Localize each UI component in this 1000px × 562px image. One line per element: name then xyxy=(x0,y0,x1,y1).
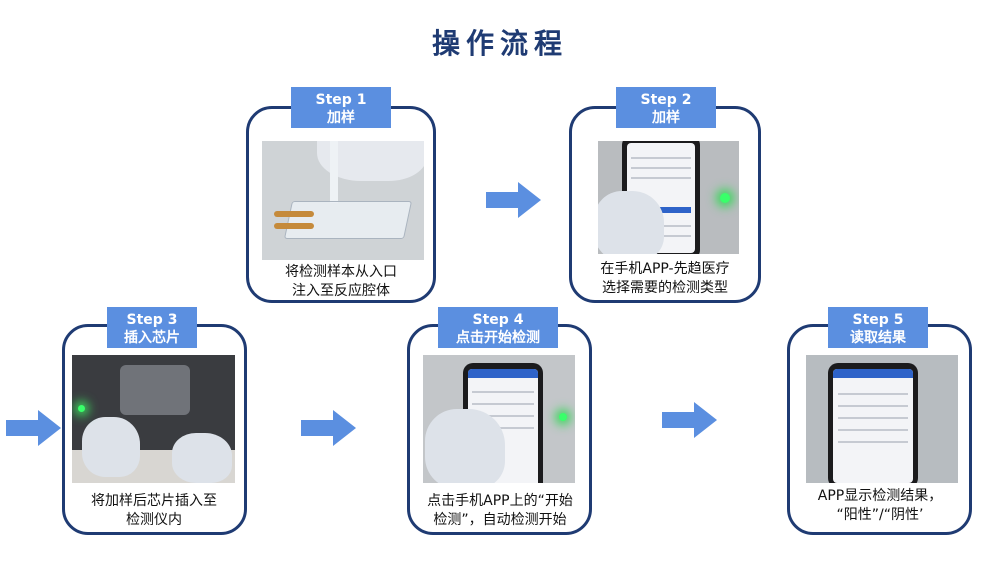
step-2-caption-line1: 在手机APP-先趋医疗 xyxy=(600,261,730,277)
step-4-photo xyxy=(423,355,575,483)
right-arrow-icon xyxy=(662,402,717,438)
step-5-photo xyxy=(806,355,958,483)
step-1-photo xyxy=(262,141,424,260)
step-1-caption: 将检测样本从入口 注入至反应腔体 xyxy=(252,263,430,301)
step-4-name: 点击开始检测 xyxy=(456,330,540,346)
right-arrow-icon xyxy=(486,182,541,218)
step-2-name: 加样 xyxy=(652,110,680,126)
step-4-caption-line1: 点击手机APP上的“开始 xyxy=(427,493,573,509)
step-3-name: 插入芯片 xyxy=(124,330,180,346)
step-2-badge: Step 2 加样 xyxy=(616,87,716,128)
step-1-badge: Step 1 加样 xyxy=(291,87,391,128)
step-1-caption-line1: 将检测样本从入口 xyxy=(285,264,397,280)
step-3-caption-line1: 将加样后芯片插入至 xyxy=(91,493,217,509)
step-3-caption: 将加样后芯片插入至 检测仪内 xyxy=(68,492,240,530)
right-arrow-icon xyxy=(301,410,356,446)
step-4-caption: 点击手机APP上的“开始 检测”，自动检测开始 xyxy=(412,492,588,530)
step-1-number: Step 1 xyxy=(315,92,367,108)
page-title: 操作流程 xyxy=(431,27,568,60)
step-2-caption-line2: 选择需要的检测类型 xyxy=(602,280,728,296)
step-3-photo xyxy=(72,355,235,483)
step-5-caption-line2: “阳性”/“阴性’ xyxy=(836,507,924,523)
step-1-caption-line2: 注入至反应腔体 xyxy=(292,283,390,299)
step-5-caption: APP显示检测结果， “阳性”/“阴性’ xyxy=(792,487,968,525)
step-5-number: Step 5 xyxy=(852,312,904,328)
step-2-caption: 在手机APP-先趋医疗 选择需要的检测类型 xyxy=(574,260,756,298)
step-5-caption-line1: APP显示检测结果， xyxy=(817,488,943,504)
step-3-caption-line2: 检测仪内 xyxy=(126,512,182,528)
right-arrow-icon xyxy=(6,410,61,446)
step-5-name: 读取结果 xyxy=(850,330,906,346)
step-3-badge: Step 3 插入芯片 xyxy=(107,307,197,348)
step-2-number: Step 2 xyxy=(640,92,692,108)
step-4-number: Step 4 xyxy=(472,312,524,328)
step-5-badge: Step 5 读取结果 xyxy=(828,307,928,348)
step-3-number: Step 3 xyxy=(126,312,178,328)
step-1-name: 加样 xyxy=(327,110,355,126)
step-4-badge: Step 4 点击开始检测 xyxy=(438,307,558,348)
step-4-caption-line2: 检测”，自动检测开始 xyxy=(433,512,567,528)
step-2-photo xyxy=(598,141,739,254)
